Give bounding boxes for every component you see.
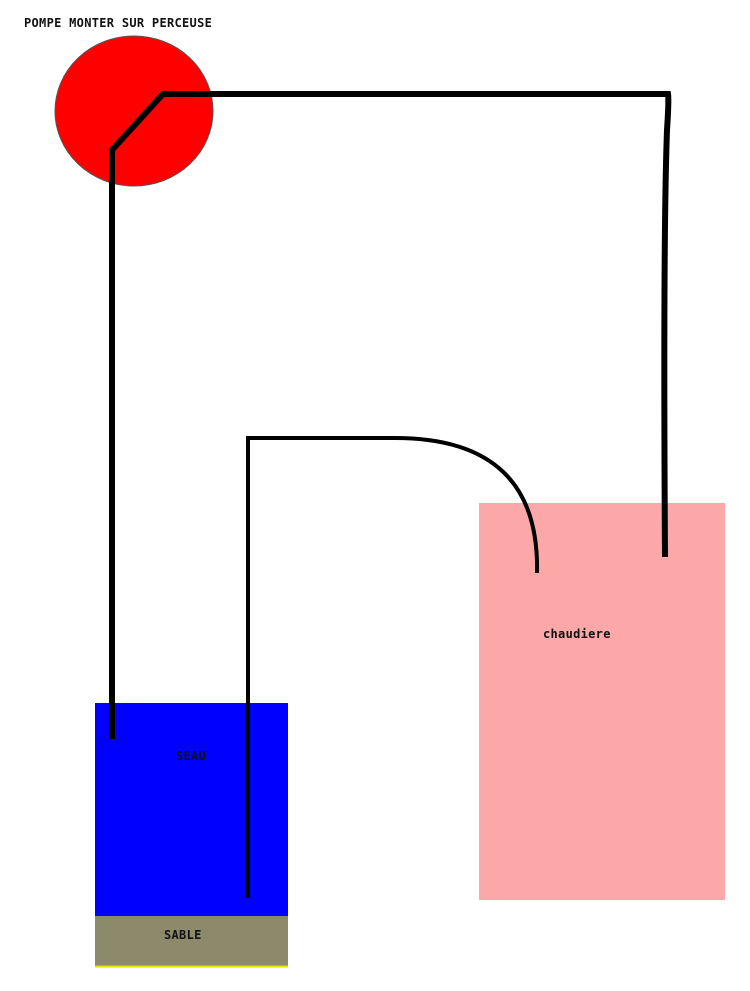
boiler-tank: [479, 503, 725, 900]
sand-label: SABLE: [164, 928, 202, 942]
bucket-label: SEAU: [176, 749, 207, 763]
pump-circle: [54, 35, 214, 187]
sand-layer: [95, 916, 288, 966]
boiler-label: chaudiere: [543, 627, 611, 641]
return-pipe: [246, 436, 540, 898]
diagram-title: POMPE MONTER SUR PERCEUSE: [24, 16, 213, 30]
water-bucket: [95, 703, 288, 916]
suction-and-feed-pipe: [109, 91, 672, 739]
